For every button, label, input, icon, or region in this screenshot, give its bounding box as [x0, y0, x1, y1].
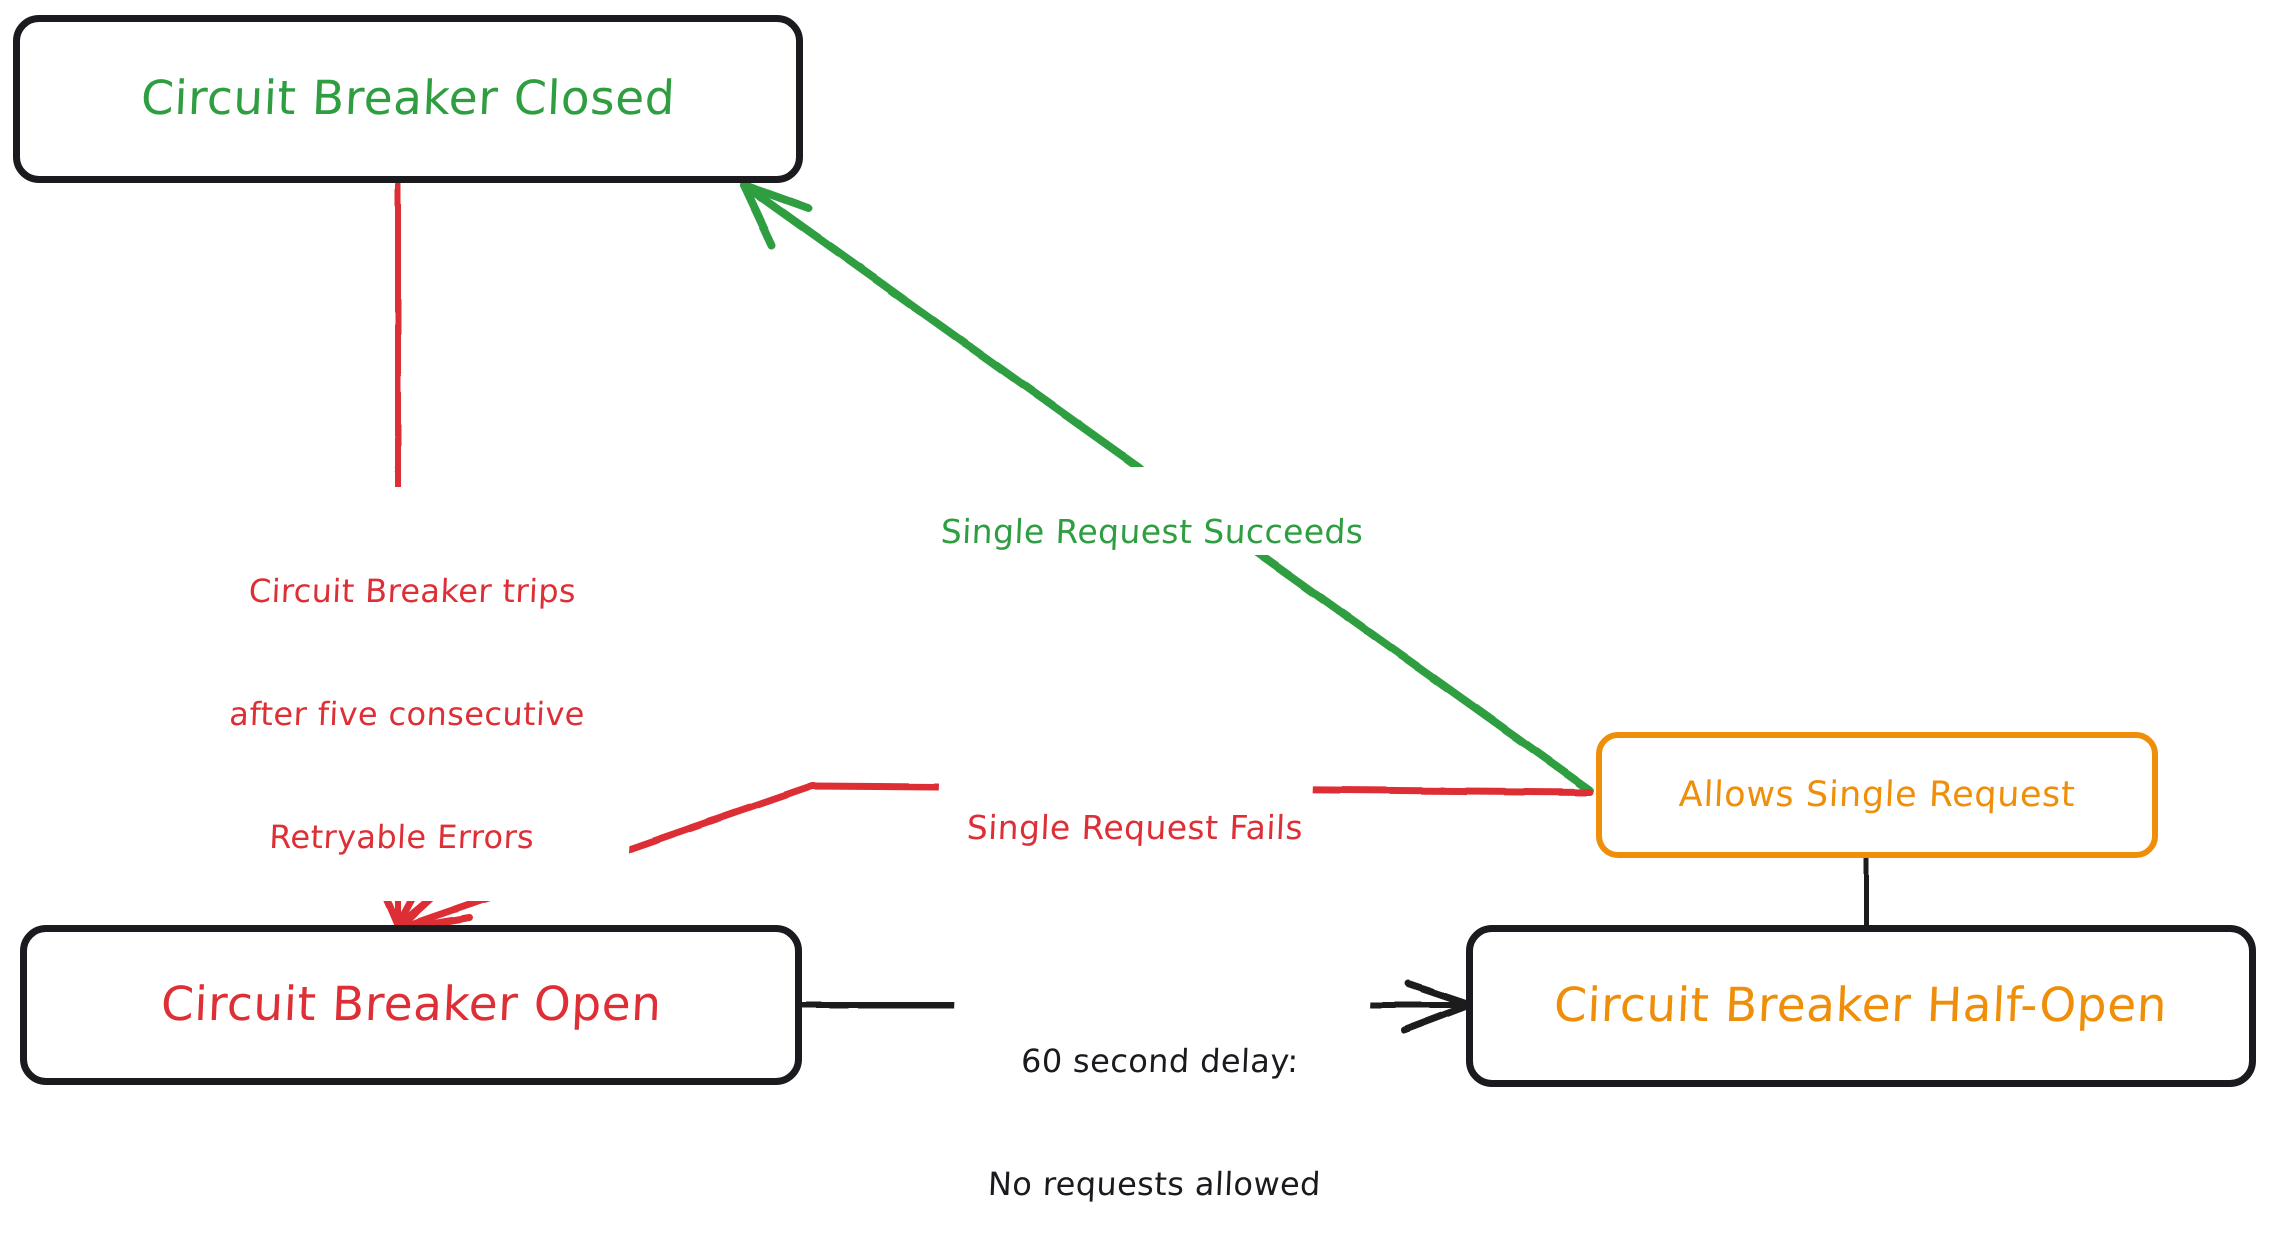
node-label-closed: Circuit Breaker Closed	[139, 71, 677, 127]
edge-label-closed-to-open: Circuit Breaker trips after five consecu…	[170, 487, 646, 901]
node-label-allows-single-request: Allows Single Request	[1677, 774, 2077, 815]
node-circuit-breaker-closed[interactable]: Circuit Breaker Closed	[13, 15, 803, 183]
node-allows-single-request[interactable]: Allows Single Request	[1596, 732, 2158, 858]
edge-label-fails-text: Single Request Fails	[966, 808, 1304, 848]
edge-label-trips-line1: Circuit Breaker trips	[248, 571, 577, 610]
node-circuit-breaker-half-open[interactable]: Circuit Breaker Half-Open	[1466, 925, 2256, 1087]
node-circuit-breaker-open[interactable]: Circuit Breaker Open	[20, 925, 802, 1085]
edge-label-delay-line1: 60 second delay:	[1020, 1041, 1300, 1080]
edge-label-trips-line3: Retryable Errors	[268, 817, 536, 856]
edge-label-allows-to-open: Single Request Fails	[936, 763, 1314, 852]
edge-label-allows-to-closed: Single Request Succeeds	[910, 467, 1375, 556]
edge-label-succeeds-text: Single Request Succeeds	[940, 512, 1365, 552]
node-label-open: Circuit Breaker Open	[159, 977, 663, 1033]
edge-label-trips-line2: after five consecutive	[228, 694, 586, 733]
edge-label-delay-line2: No requests allowed	[987, 1164, 1322, 1203]
edge-open-to-halfopen	[799, 980, 1474, 1034]
node-label-half-open: Circuit Breaker Half-Open	[1553, 978, 2169, 1034]
edge-label-open-to-halfopen: 60 second delay: No requests allowed	[943, 957, 1373, 1248]
